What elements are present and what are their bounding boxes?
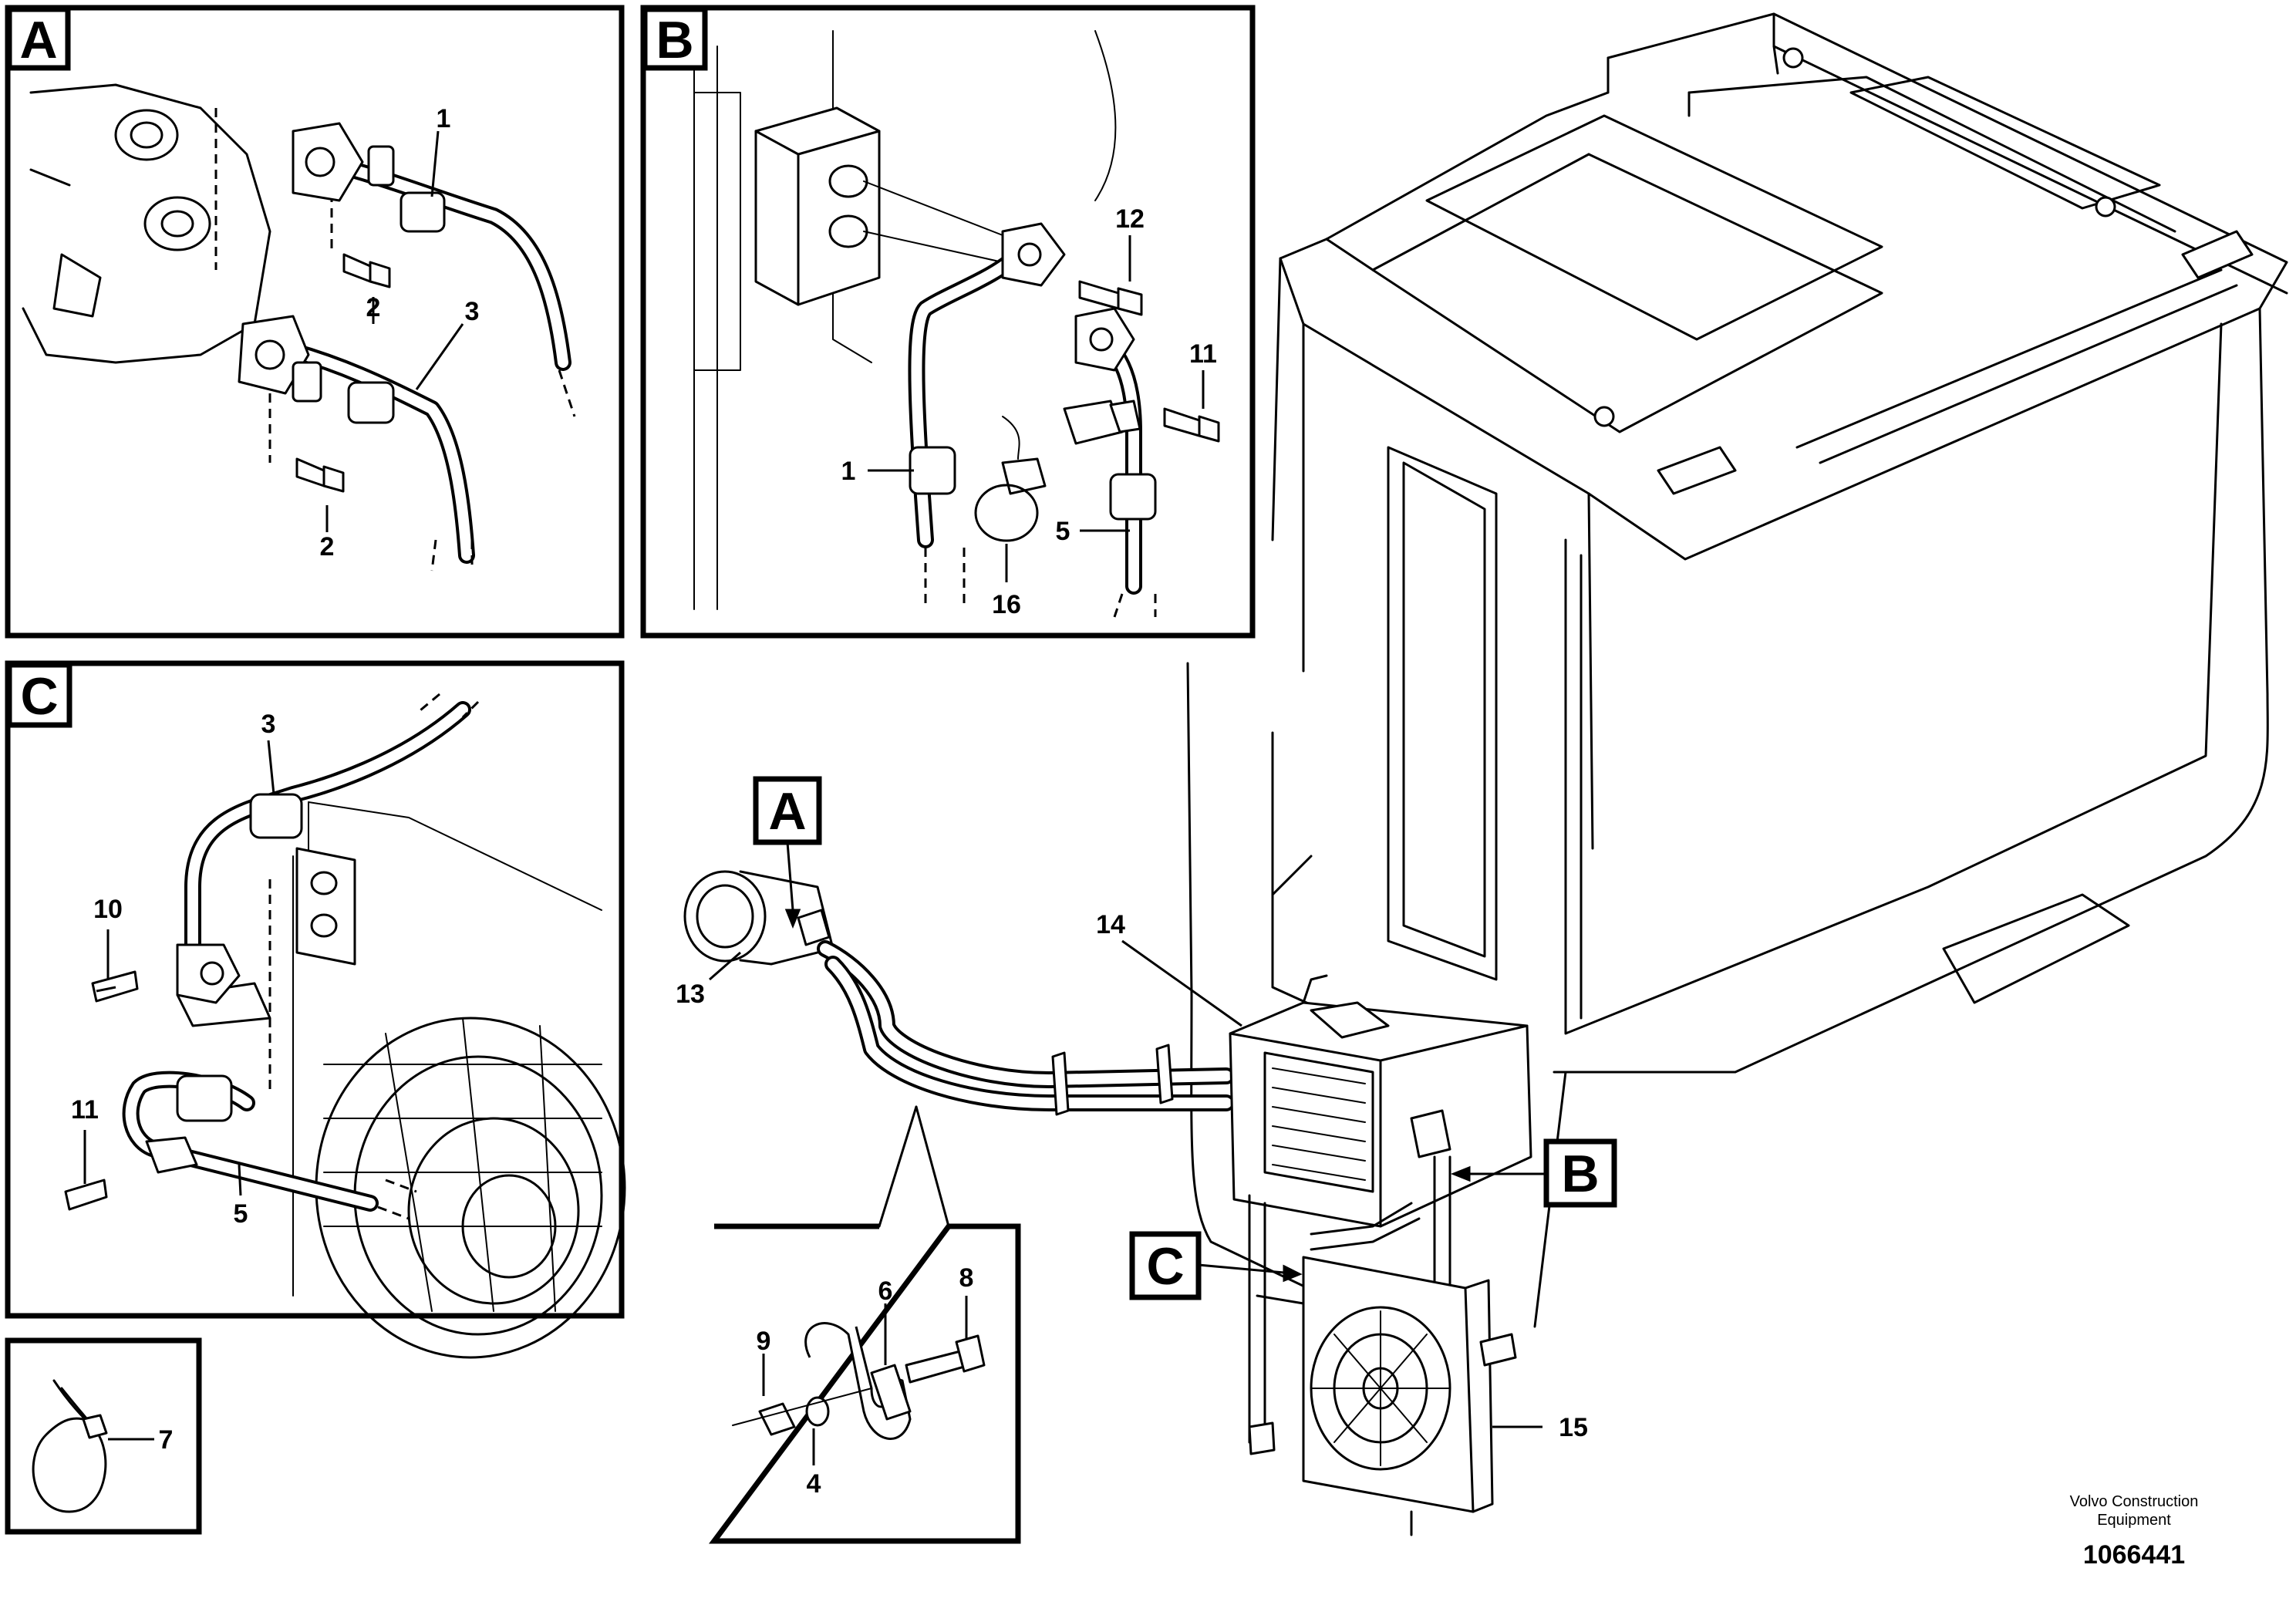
panel-b-letter: B xyxy=(656,11,693,69)
panel-a-letter: A xyxy=(19,11,57,69)
callout-b: B xyxy=(1561,1145,1599,1203)
callout-c: C xyxy=(1146,1237,1184,1296)
panel-c-letter: C xyxy=(20,667,58,726)
label-b-5: 5 xyxy=(1056,517,1070,546)
evaporator-14 xyxy=(1229,974,1532,1444)
bolt-10 xyxy=(91,970,139,1003)
valve-and-lines xyxy=(1310,1109,1451,1297)
detail-panel-a: A 1 2 3 2 xyxy=(5,5,625,639)
brand-line-2: Equipment xyxy=(2097,1512,2171,1529)
label-a-1: 1 xyxy=(437,104,451,133)
footer: Volvo Construction Equipment 1066441 xyxy=(2070,1493,2199,1570)
label-b-16: 16 xyxy=(992,590,1021,619)
detail-panel-c: C 3 10 11 5 xyxy=(5,660,626,1359)
detail-panel-cable-tie: 7 xyxy=(5,1337,202,1535)
label-b-12: 12 xyxy=(1115,204,1145,234)
label-c-5: 5 xyxy=(234,1199,248,1229)
label-clamp-9: 9 xyxy=(757,1327,771,1356)
label-clamp-4: 4 xyxy=(807,1469,821,1499)
label-c-10: 10 xyxy=(93,895,123,924)
label-14: 14 xyxy=(1096,910,1125,939)
label-tie-7: 7 xyxy=(159,1425,174,1455)
label-b-11: 11 xyxy=(1189,339,1217,369)
bolt-12 xyxy=(1078,280,1143,316)
label-b-1: 1 xyxy=(841,457,856,486)
bolt-11 xyxy=(1163,407,1220,443)
cab-assembly xyxy=(1186,12,2288,1328)
label-c-3: 3 xyxy=(261,710,276,739)
label-clamp-6: 6 xyxy=(878,1276,893,1306)
label-a-3: 3 xyxy=(465,297,480,326)
label-clamp-8: 8 xyxy=(959,1263,974,1293)
detail-panel-clamp: 8 6 9 4 xyxy=(709,1105,1021,1544)
bolt-2a xyxy=(342,253,391,288)
compressor-13 xyxy=(683,870,834,966)
main-callouts: A B C 14 13 15 xyxy=(676,776,1617,1442)
label-a-2-upper: 2 xyxy=(366,293,381,322)
hose-assembly-main xyxy=(817,940,1235,1116)
label-a-2-lower: 2 xyxy=(320,532,335,561)
bolt-2b xyxy=(295,457,345,493)
label-13: 13 xyxy=(676,980,705,1009)
callout-a: A xyxy=(768,782,806,841)
condenser-15 xyxy=(1248,1256,1517,1536)
drawing-number: 1066441 xyxy=(2083,1540,2185,1570)
bolt-11-c xyxy=(64,1179,108,1211)
label-15: 15 xyxy=(1559,1413,1588,1442)
detail-panel-b: B 12 11 1 5 16 xyxy=(640,5,1256,639)
label-c-11: 11 xyxy=(71,1095,99,1125)
brand-line-1: Volvo Construction xyxy=(2070,1493,2199,1510)
